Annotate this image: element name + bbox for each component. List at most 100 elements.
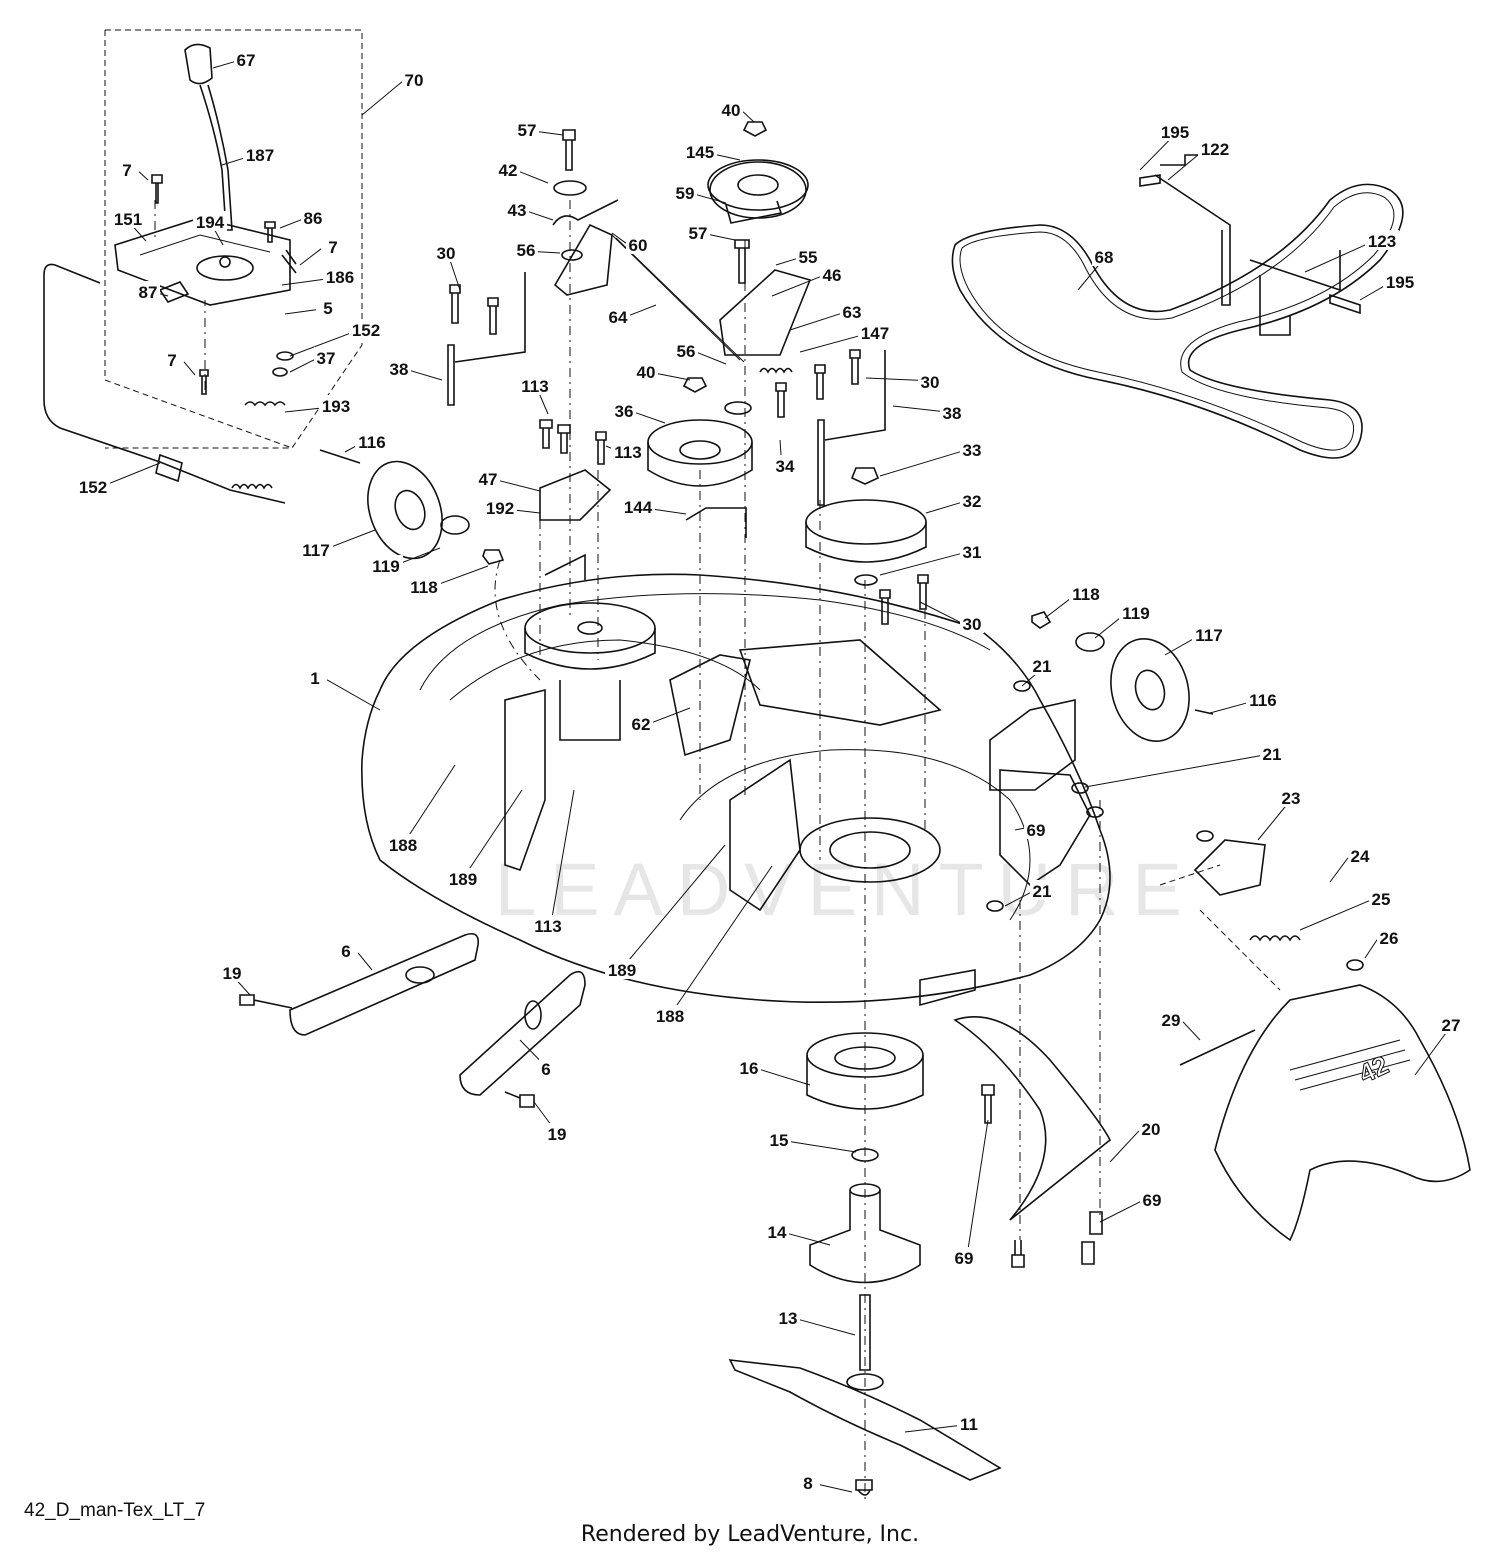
callout-leader bbox=[892, 405, 941, 412]
callout-leader bbox=[449, 258, 461, 291]
callout-leader bbox=[289, 359, 315, 373]
callout-30: 30 bbox=[963, 615, 982, 634]
callout-68: 68 bbox=[1095, 248, 1114, 267]
callout-leader bbox=[284, 309, 317, 315]
callout-leader bbox=[466, 789, 523, 874]
callout-leader bbox=[1099, 1201, 1141, 1223]
idler-pulley-145 bbox=[707, 121, 812, 374]
callout-69: 69 bbox=[1143, 1191, 1162, 1210]
callout-34: 34 bbox=[776, 457, 795, 476]
discharge-chute: 42 bbox=[1179, 984, 1471, 1242]
callout-leader bbox=[357, 952, 373, 971]
callout-195: 195 bbox=[1386, 273, 1414, 292]
callout-188: 188 bbox=[389, 836, 417, 855]
callout-bg bbox=[505, 199, 529, 219]
rear-baffle bbox=[953, 1016, 1112, 1268]
callout-bg bbox=[767, 1129, 791, 1149]
callout-194: 194 bbox=[196, 213, 225, 232]
callout-bg bbox=[1030, 655, 1054, 675]
callout-30: 30 bbox=[437, 244, 456, 263]
callout-bg bbox=[369, 555, 403, 575]
callout-36: 36 bbox=[615, 402, 634, 421]
callout-188: 188 bbox=[656, 1007, 684, 1026]
callout-59: 59 bbox=[676, 184, 695, 203]
callout-21: 21 bbox=[1033, 882, 1052, 901]
callout-bg bbox=[1069, 583, 1103, 603]
callout-38: 38 bbox=[943, 404, 962, 423]
callout-bg bbox=[446, 868, 480, 888]
callout-bg bbox=[111, 208, 145, 228]
callout-bg bbox=[626, 234, 650, 254]
callout-27: 27 bbox=[1442, 1016, 1461, 1035]
callout-leader bbox=[788, 1233, 831, 1246]
callout-leader bbox=[284, 407, 325, 413]
callout-bg bbox=[314, 347, 338, 367]
callout-bg bbox=[686, 222, 710, 242]
callout-leader bbox=[159, 293, 169, 297]
callout-leader bbox=[1014, 827, 1025, 831]
callout-64: 64 bbox=[609, 308, 628, 327]
callout-bg bbox=[820, 264, 844, 284]
callout-leader bbox=[1167, 150, 1204, 181]
callout-8: 8 bbox=[803, 1474, 812, 1493]
callout-leader bbox=[1364, 939, 1378, 959]
callout-bg bbox=[326, 236, 340, 256]
callout-63: 63 bbox=[843, 303, 862, 322]
callout-leader bbox=[289, 331, 355, 357]
deck-size-badge: 42 bbox=[1354, 1050, 1393, 1089]
callout-leader bbox=[709, 234, 736, 241]
callout-bg bbox=[308, 667, 322, 687]
callout-bg bbox=[1030, 880, 1054, 900]
callout-bg bbox=[434, 242, 458, 262]
callout-11: 11 bbox=[960, 1415, 978, 1434]
callout-bg bbox=[629, 713, 653, 733]
callout-33: 33 bbox=[963, 441, 982, 460]
callout-26: 26 bbox=[1380, 929, 1399, 948]
callout-31: 31 bbox=[963, 543, 982, 562]
callout-leader bbox=[673, 865, 773, 1011]
callout-leader bbox=[760, 1069, 811, 1086]
callout-bg bbox=[165, 349, 179, 369]
callout-122: 122 bbox=[1201, 140, 1229, 159]
callout-bg bbox=[319, 395, 353, 415]
callout-bg bbox=[518, 375, 552, 395]
callout-bg bbox=[323, 266, 357, 286]
callout-7: 7 bbox=[328, 238, 337, 257]
callout-21: 21 bbox=[1033, 657, 1052, 676]
callout-leader bbox=[697, 352, 727, 365]
callout-leader bbox=[279, 219, 302, 229]
callout-bg bbox=[234, 49, 258, 69]
callout-192: 192 bbox=[486, 499, 514, 518]
callout-leader bbox=[281, 278, 329, 286]
left-wheel bbox=[319, 449, 505, 565]
callout-bg bbox=[407, 576, 441, 596]
right-wheel bbox=[1031, 611, 1214, 742]
callout-bg bbox=[193, 211, 227, 231]
callout-leader bbox=[538, 131, 564, 136]
callout-bg bbox=[243, 144, 277, 164]
callout-bg bbox=[1246, 689, 1280, 709]
callout-bg bbox=[612, 400, 636, 420]
callout-bg bbox=[545, 1123, 569, 1143]
callout-113: 113 bbox=[614, 443, 641, 462]
callout-leader bbox=[1182, 1021, 1201, 1041]
callout-leader bbox=[435, 565, 489, 586]
belt-guides bbox=[1139, 154, 1361, 336]
callout-118: 118 bbox=[410, 578, 437, 597]
callout-56: 56 bbox=[677, 342, 696, 361]
callout-leader bbox=[551, 789, 575, 921]
callout-bg bbox=[1140, 1189, 1164, 1209]
callout-bg bbox=[76, 476, 110, 496]
callout-144: 144 bbox=[624, 498, 653, 517]
callout-leader bbox=[406, 764, 456, 840]
callout-leader bbox=[1414, 1030, 1448, 1076]
callout-bg bbox=[321, 297, 335, 317]
credit-line: Rendered by LeadVenture, Inc. bbox=[580, 1522, 920, 1547]
callout-189: 189 bbox=[608, 961, 636, 980]
assembly-lines bbox=[154, 200, 1101, 1500]
callout-bg bbox=[539, 1058, 553, 1078]
callout-60: 60 bbox=[629, 236, 648, 255]
callout-bg bbox=[960, 613, 984, 633]
callout-leader bbox=[1164, 636, 1198, 656]
